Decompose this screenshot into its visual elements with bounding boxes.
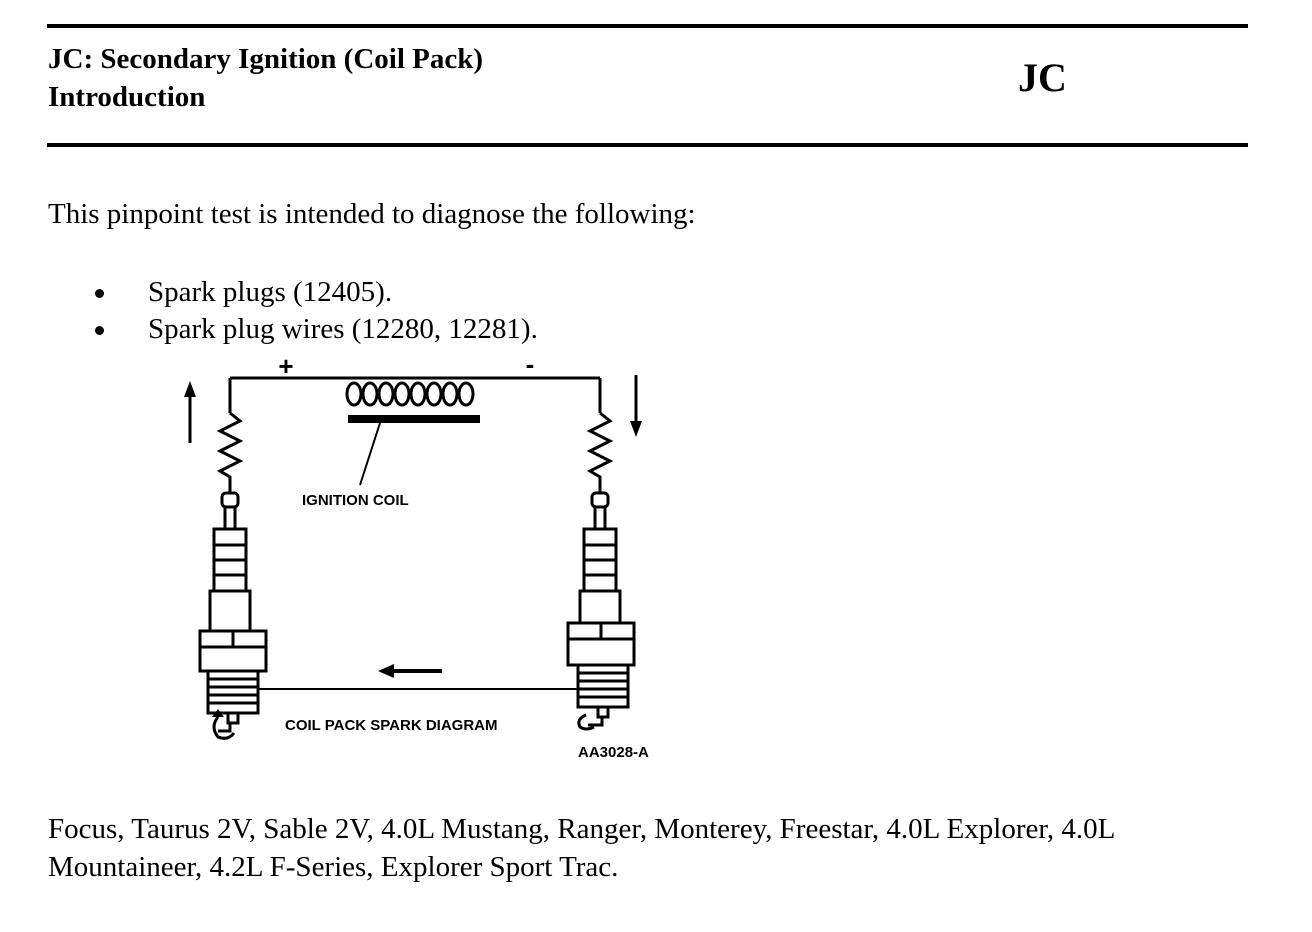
right-resistor-icon xyxy=(586,411,614,495)
applicable-vehicles: Focus, Taurus 2V, Sable 2V, 4.0L Mustang… xyxy=(48,813,1115,883)
arrow-down-icon xyxy=(630,375,642,437)
list-item: Spark plug wires (12280, 12281). xyxy=(48,311,538,348)
bullet-icon xyxy=(95,289,104,298)
arrow-left-icon xyxy=(378,664,442,678)
title-line-2: Introduction xyxy=(48,81,206,113)
title-line-1: JC: Secondary Ignition (Coil Pack) xyxy=(48,43,483,75)
intro-text: This pinpoint test is intended to diagno… xyxy=(48,198,696,230)
left-spark-arrow-icon xyxy=(212,709,236,740)
header-bottom-rule xyxy=(47,143,1248,147)
left-spark-plug-icon xyxy=(198,491,268,733)
plus-sign: + xyxy=(278,355,293,381)
coil-winding-icon xyxy=(345,381,475,407)
bullet-icon xyxy=(95,326,104,335)
diagnosis-list: Spark plugs (12405). Spark plug wires (1… xyxy=(48,274,538,348)
page-title: JC: Secondary Ignition (Coil Pack) Intro… xyxy=(48,40,483,116)
coil-leader-line xyxy=(359,422,381,486)
coil-core xyxy=(348,415,480,423)
list-item-text: Spark plug wires (12280, 12281). xyxy=(148,313,538,345)
arrow-up-icon xyxy=(184,381,196,443)
section-code: JC xyxy=(1018,55,1067,100)
right-spark-arrow-icon xyxy=(577,713,595,731)
coil-pack-spark-diagram: + - IGNITION COIL xyxy=(170,355,690,775)
left-resistor-icon xyxy=(216,411,244,495)
header-top-rule xyxy=(47,24,1248,28)
minus-sign: - xyxy=(526,355,535,379)
figure-id: AA3028-A xyxy=(578,744,649,761)
diagram-caption: COIL PACK SPARK DIAGRAM xyxy=(285,717,498,734)
list-item-text: Spark plugs (12405). xyxy=(148,276,393,308)
ignition-coil-label: IGNITION COIL xyxy=(302,492,409,509)
right-spark-plug-icon xyxy=(566,491,636,727)
list-item: Spark plugs (12405). xyxy=(48,274,538,311)
